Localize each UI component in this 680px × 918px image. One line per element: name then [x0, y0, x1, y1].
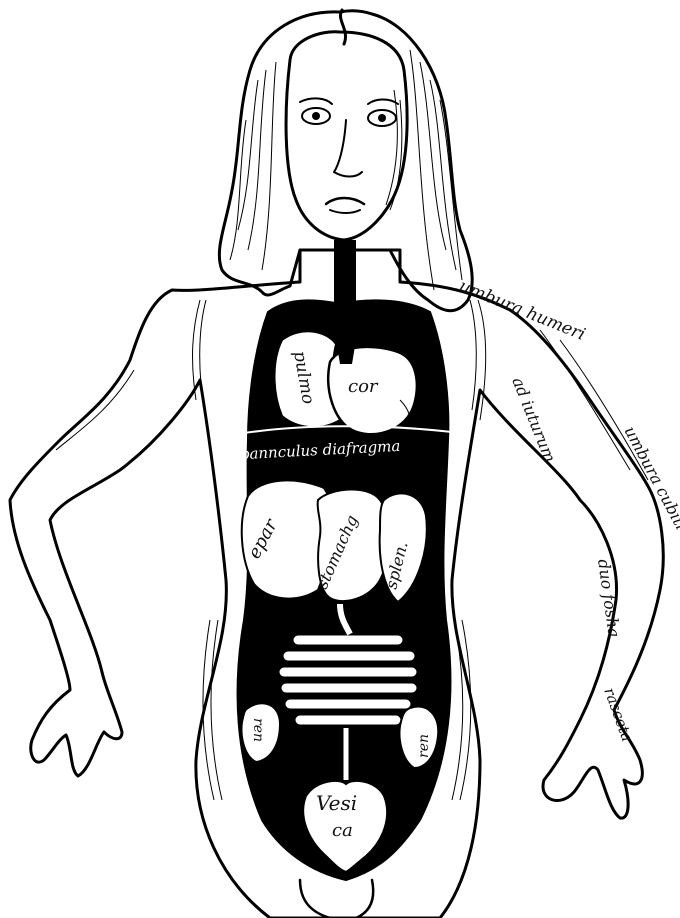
- label-arm-2: ad iuturum: [508, 374, 559, 465]
- label-arm-4: duo fosha: [594, 558, 624, 639]
- label-cor: cor: [348, 376, 379, 397]
- label-vesica-1: Vesi: [316, 791, 357, 815]
- label-vesica-2: ca: [332, 820, 353, 841]
- label-ren-left: ren: [250, 718, 266, 742]
- label-arm-5: rasceta: [600, 685, 636, 744]
- arm-labels: umbura humeri ad iuturum umbura cubiti d…: [456, 276, 680, 744]
- label-ren-right: ren: [416, 734, 432, 758]
- face: [286, 32, 407, 240]
- label-arm-3: umbura cubiti: [620, 423, 680, 533]
